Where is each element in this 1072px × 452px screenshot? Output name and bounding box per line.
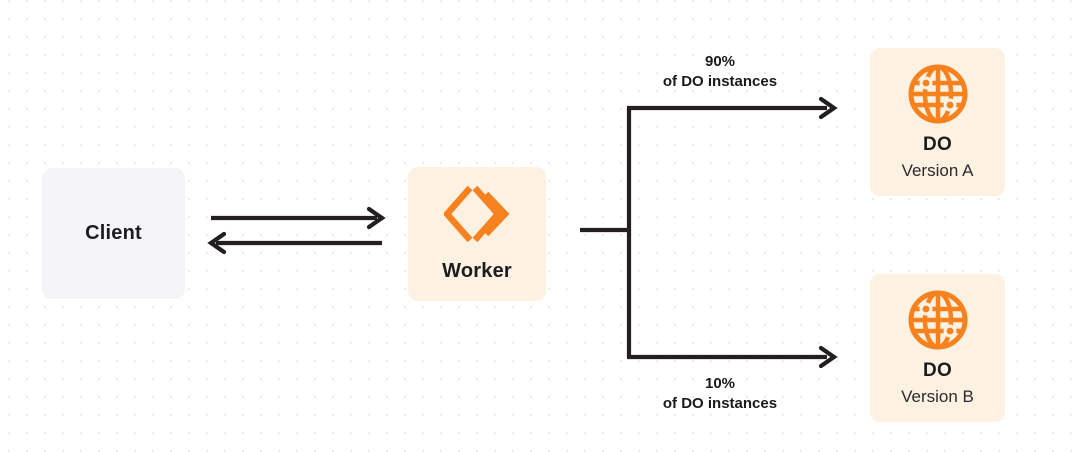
node-do-b-title: DO (922, 360, 953, 382)
edge-label-do-b: 10% of DO instances (620, 374, 820, 415)
edge-label-do-a-percent: 90% (704, 53, 736, 70)
arrow-worker-to-do-a (627, 99, 834, 117)
connector-worker-split-bus (580, 108, 632, 357)
durable-object-globe-icon (907, 289, 969, 351)
node-client-label: Client (85, 222, 142, 244)
node-client[interactable]: Client (42, 168, 185, 299)
node-do-version-a[interactable]: DO Version A (870, 48, 1005, 196)
cloudflare-workers-icon (442, 185, 510, 248)
edge-label-do-a-description: of DO instances (662, 73, 778, 91)
edge-label-do-b-description: of DO instances (662, 395, 778, 413)
node-do-a-title: DO (922, 134, 953, 156)
edge-label-do-b-percent: 10% (704, 375, 736, 392)
node-worker-label: Worker (442, 260, 512, 282)
arrow-worker-to-client (211, 234, 382, 252)
node-do-b-subtitle: Version B (901, 387, 974, 407)
node-do-a-subtitle: Version A (901, 161, 974, 181)
edge-label-do-a: 90% of DO instances (620, 52, 820, 93)
node-do-version-b[interactable]: DO Version B (870, 274, 1005, 422)
arrow-worker-to-do-b (627, 348, 834, 366)
arrow-client-to-worker (211, 209, 382, 227)
durable-object-globe-icon (907, 63, 969, 125)
node-worker[interactable]: Worker (408, 167, 546, 301)
